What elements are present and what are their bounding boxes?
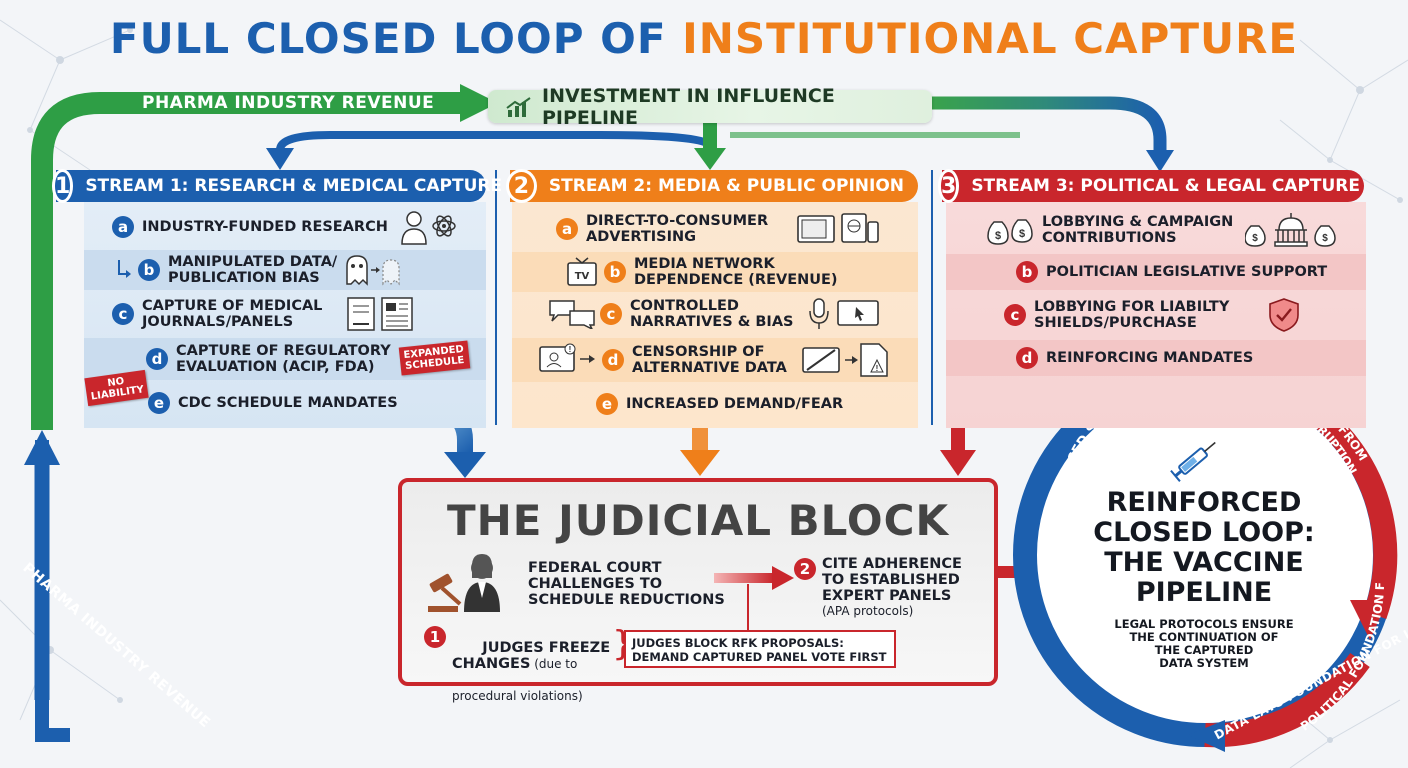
loop-title: REINFORCED CLOSED LOOP: THE VACCINE PIPE… — [1093, 487, 1315, 608]
item-letter: c — [600, 303, 622, 325]
svg-text:$: $ — [1253, 233, 1259, 244]
top-revenue-label: PHARMA INDUSTRY REVENUE — [142, 93, 435, 113]
loop-center: REINFORCED CLOSED LOOP: THE VACCINE PIPE… — [1068, 488, 1340, 670]
item-letter: b — [1016, 261, 1038, 283]
item-letter: d — [146, 348, 168, 370]
judicial-title: THE JUDICIAL BLOCK — [446, 496, 950, 545]
item-letter: b — [138, 259, 160, 281]
branch-arrow-icon — [118, 260, 131, 278]
list-item: c LOBBYING FOR LIABILTY SHIELDS/PURCHASE — [942, 294, 1372, 336]
step-1: 1 JUDGES FREEZE CHANGES (due to procedur… — [424, 624, 634, 736]
loop-subtitle: LEGAL PROTOCOLS ENSURE THE CONTINUATION … — [1114, 617, 1294, 670]
list-item: c CAPTURE OF MEDICAL JOURNALS/PANELS — [56, 294, 486, 334]
title-part-2: INSTITUTIONAL CAPTURE — [682, 14, 1299, 63]
stream-2-header: 2 STREAM 2: MEDIA & PUBLIC OPINION — [506, 169, 918, 203]
stream-2-number: 2 — [506, 169, 537, 203]
item-text: REINFORCING MANDATES — [1046, 350, 1254, 366]
page-title: FULL CLOSED LOOP OF INSTITUTIONAL CAPTUR… — [0, 14, 1408, 63]
step-2-number: 2 — [794, 558, 816, 580]
tv-label: TV — [575, 271, 590, 282]
capitol-money-icon: $ $ — [1245, 213, 1337, 247]
judicial-block: THE JUDICIAL BLOCK FEDERAL COURT CHALLEN… — [398, 478, 998, 703]
svg-text:$: $ — [1019, 228, 1025, 240]
list-item: a DIRECT-TO-CONSUMER ADVERTISING — [510, 208, 920, 250]
stream-1-title: STREAM 1: RESEARCH & MEDICAL CAPTURE — [85, 176, 503, 196]
money-bags-icon: $ $ — [987, 219, 1033, 245]
journal-newspaper-icon — [347, 297, 414, 331]
stream-2-panel: 2 STREAM 2: MEDIA & PUBLIC OPINION a DIR… — [506, 169, 920, 428]
stream-3-header: 3 STREAM 3: POLITICAL & LEGAL CAPTURE — [938, 169, 1364, 203]
item-text: MANIPULATED DATA/ PUBLICATION BIAS — [168, 254, 338, 286]
list-item: d REINFORCING MANDATES — [946, 340, 1366, 376]
court-challenges-text: FEDERAL COURT CHALLENGES TO SCHEDULE RED… — [528, 560, 725, 608]
svg-text:$: $ — [995, 230, 1001, 242]
connector-line — [747, 584, 749, 632]
chat-bubbles-icon — [549, 300, 595, 329]
investment-pipeline-bar: INVESTMENT IN INFLUENCE PIPELINE — [488, 85, 932, 129]
item-text: CAPTURE OF MEDICAL JOURNALS/PANELS — [142, 298, 323, 330]
monitor-user-icon: ! — [539, 343, 595, 372]
list-item: b POLITICIAN LEGISLATIVE SUPPORT — [946, 254, 1366, 290]
item-text: INDUSTRY-FUNDED RESEARCH — [142, 219, 388, 235]
step-1-paren-2: procedural violations) — [452, 689, 583, 703]
step-1-paren-1: (due to — [530, 657, 578, 671]
step-2-sub: (APA protocols) — [822, 604, 914, 618]
stream-1-header: 1 STREAM 1: RESEARCH & MEDICAL CAPTURE — [52, 169, 502, 203]
step-1-number: 1 — [424, 626, 446, 648]
scientist-atom-icon — [401, 211, 456, 245]
list-item: b MANIPULATED DATA/ PUBLICATION BIAS — [84, 250, 486, 290]
item-letter: d — [602, 349, 624, 371]
item-text: LOBBYING FOR LIABILTY SHIELDS/PURCHASE — [1034, 299, 1230, 331]
item-text: DIRECT-TO-CONSUMER ADVERTISING — [586, 213, 769, 245]
item-letter: c — [1004, 304, 1026, 326]
judge-gavel-icon — [428, 554, 500, 612]
item-text: CONTROLLED NARRATIVES & BIAS — [630, 298, 794, 330]
red-right-arrow — [714, 566, 794, 590]
list-item: TV b MEDIA NETWORK DEPENDENCE (REVENUE) — [512, 252, 918, 292]
investment-pipeline-label: INVESTMENT IN INFLUENCE PIPELINE — [542, 84, 835, 129]
syringe-icon — [1170, 441, 1216, 482]
item-text: CENSORSHIP OF ALTERNATIVE DATA — [632, 344, 787, 376]
growth-chart-icon — [506, 96, 531, 117]
television-icon: TV — [567, 257, 597, 286]
stream-3-number: 3 — [938, 169, 960, 203]
microphone-monitor-icon — [808, 298, 879, 329]
stream-3-panel: 3 STREAM 3: POLITICAL & LEGAL CAPTURE $ … — [938, 169, 1372, 428]
svg-text:$: $ — [1323, 233, 1329, 244]
list-item: e INCREASED DEMAND/FEAR — [510, 388, 920, 420]
item-letter: c — [112, 303, 134, 325]
step-2: 2 CITE ADHERENCE TO ESTABLISHED EXPERT P… — [794, 556, 962, 618]
item-letter: a — [556, 218, 578, 240]
svg-text:!: ! — [569, 345, 572, 354]
list-item: ! d CENSORSHIP OF ALTERNATIVE DATA ! — [512, 338, 918, 382]
item-text: POLITICIAN LEGISLATIVE SUPPORT — [1046, 264, 1328, 280]
stream-3-title: STREAM 3: POLITICAL & LEGAL CAPTURE — [971, 176, 1361, 196]
list-item: a INDUSTRY-FUNDED RESEARCH — [56, 208, 486, 246]
shield-check-icon — [1269, 298, 1300, 332]
item-letter: e — [148, 392, 170, 414]
ghost-icon — [346, 255, 400, 286]
item-text: CDC SCHEDULE MANDATES — [178, 395, 398, 411]
item-text: INCREASED DEMAND/FEAR — [626, 396, 844, 412]
item-text: CAPTURE OF REGULATORY EVALUATION (ACIP, … — [176, 343, 391, 375]
step-1-main: JUDGES FREEZE CHANGES — [452, 640, 611, 672]
item-text: MEDIA NETWORK DEPENDENCE (REVENUE) — [634, 256, 838, 288]
item-letter: d — [1016, 347, 1038, 369]
item-letter: a — [112, 216, 134, 238]
svg-text:!: ! — [876, 364, 879, 373]
item-letter: b — [604, 261, 626, 283]
item-letter: e — [596, 393, 618, 415]
step-2-text: CITE ADHERENCE TO ESTABLISHED EXPERT PAN… — [822, 556, 962, 604]
tv-devices-icon — [797, 213, 879, 243]
list-item: c CONTROLLED NARRATIVES & BIAS — [510, 294, 920, 334]
judges-block-box: JUDGES BLOCK RFK PROPOSALS: DEMAND CAPTU… — [624, 630, 896, 668]
list-item: e CDC SCHEDULE MANDATES — [56, 386, 486, 420]
list-item: $ $ LOBBYING & CAMPAIGN CONTRIBUTIONS $ … — [942, 208, 1372, 252]
stream-1-number: 1 — [52, 169, 74, 203]
item-text: LOBBYING & CAMPAIGN CONTRIBUTIONS — [1042, 214, 1234, 246]
title-part-1: FULL CLOSED LOOP OF — [109, 14, 667, 63]
stream-2-title: STREAM 2: MEDIA & PUBLIC OPINION — [548, 176, 904, 196]
censored-document-icon: ! — [802, 343, 888, 377]
